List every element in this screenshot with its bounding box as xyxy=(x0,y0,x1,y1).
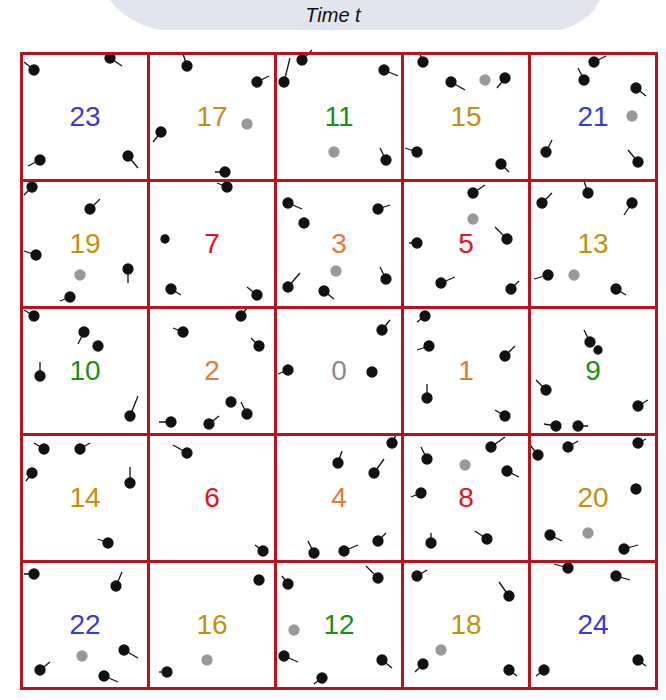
cell-number: 12 xyxy=(323,611,354,639)
cell-number: 21 xyxy=(577,103,608,131)
cell-number: 5 xyxy=(458,230,474,258)
grid-cell: 5 xyxy=(401,179,531,309)
grid-cell: 7 xyxy=(147,179,277,309)
grid-cell: 13 xyxy=(528,179,658,309)
cell-number: 8 xyxy=(458,484,474,512)
grid-cell: 2 xyxy=(147,306,277,436)
grid-cell: 20 xyxy=(528,433,658,563)
cell-number: 13 xyxy=(577,230,608,258)
grid-cell: 23 xyxy=(20,52,150,182)
cell-number: 17 xyxy=(196,103,227,131)
grid-cell: 14 xyxy=(20,433,150,563)
grid-cell: 18 xyxy=(401,560,531,690)
grid-cell: 9 xyxy=(528,306,658,436)
cell-number: 23 xyxy=(69,103,100,131)
cell-number: 20 xyxy=(577,484,608,512)
grid-cell: 24 xyxy=(528,560,658,690)
cell-number: 7 xyxy=(204,230,220,258)
grid-cell: 22 xyxy=(20,560,150,690)
diagram-title: Time t xyxy=(0,4,666,27)
grid-cell: 0 xyxy=(274,306,404,436)
cell-number: 6 xyxy=(204,484,220,512)
particles xyxy=(24,50,648,684)
cell-number: 15 xyxy=(450,103,481,131)
cell-number: 10 xyxy=(69,357,100,385)
grid-cell: 10 xyxy=(20,306,150,436)
grid-cell: 11 xyxy=(274,52,404,182)
grid-cell: 15 xyxy=(401,52,531,182)
grid-cell: 12 xyxy=(274,560,404,690)
grid-cell: 21 xyxy=(528,52,658,182)
cell-number: 0 xyxy=(331,357,347,385)
cell-number: 16 xyxy=(196,611,227,639)
grid-cell: 16 xyxy=(147,560,277,690)
grid-cell: 17 xyxy=(147,52,277,182)
grid-cell: 1 xyxy=(401,306,531,436)
cell-number: 4 xyxy=(331,484,347,512)
cell-number: 18 xyxy=(450,611,481,639)
cell-number: 11 xyxy=(324,103,353,131)
cell-number: 22 xyxy=(69,611,100,639)
grid-cell: 4 xyxy=(274,433,404,563)
cell-number: 19 xyxy=(69,230,100,258)
cell-number: 9 xyxy=(585,357,601,385)
cell-number: 14 xyxy=(69,484,100,512)
grid-cell: 8 xyxy=(401,433,531,563)
cell-number: 24 xyxy=(577,611,608,639)
cell-number: 1 xyxy=(458,357,474,385)
grid-cell: 6 xyxy=(147,433,277,563)
cell-number: 2 xyxy=(204,357,220,385)
grid-cell: 3 xyxy=(274,179,404,309)
grid-cell: 19 xyxy=(20,179,150,309)
cell-number: 3 xyxy=(331,230,347,258)
